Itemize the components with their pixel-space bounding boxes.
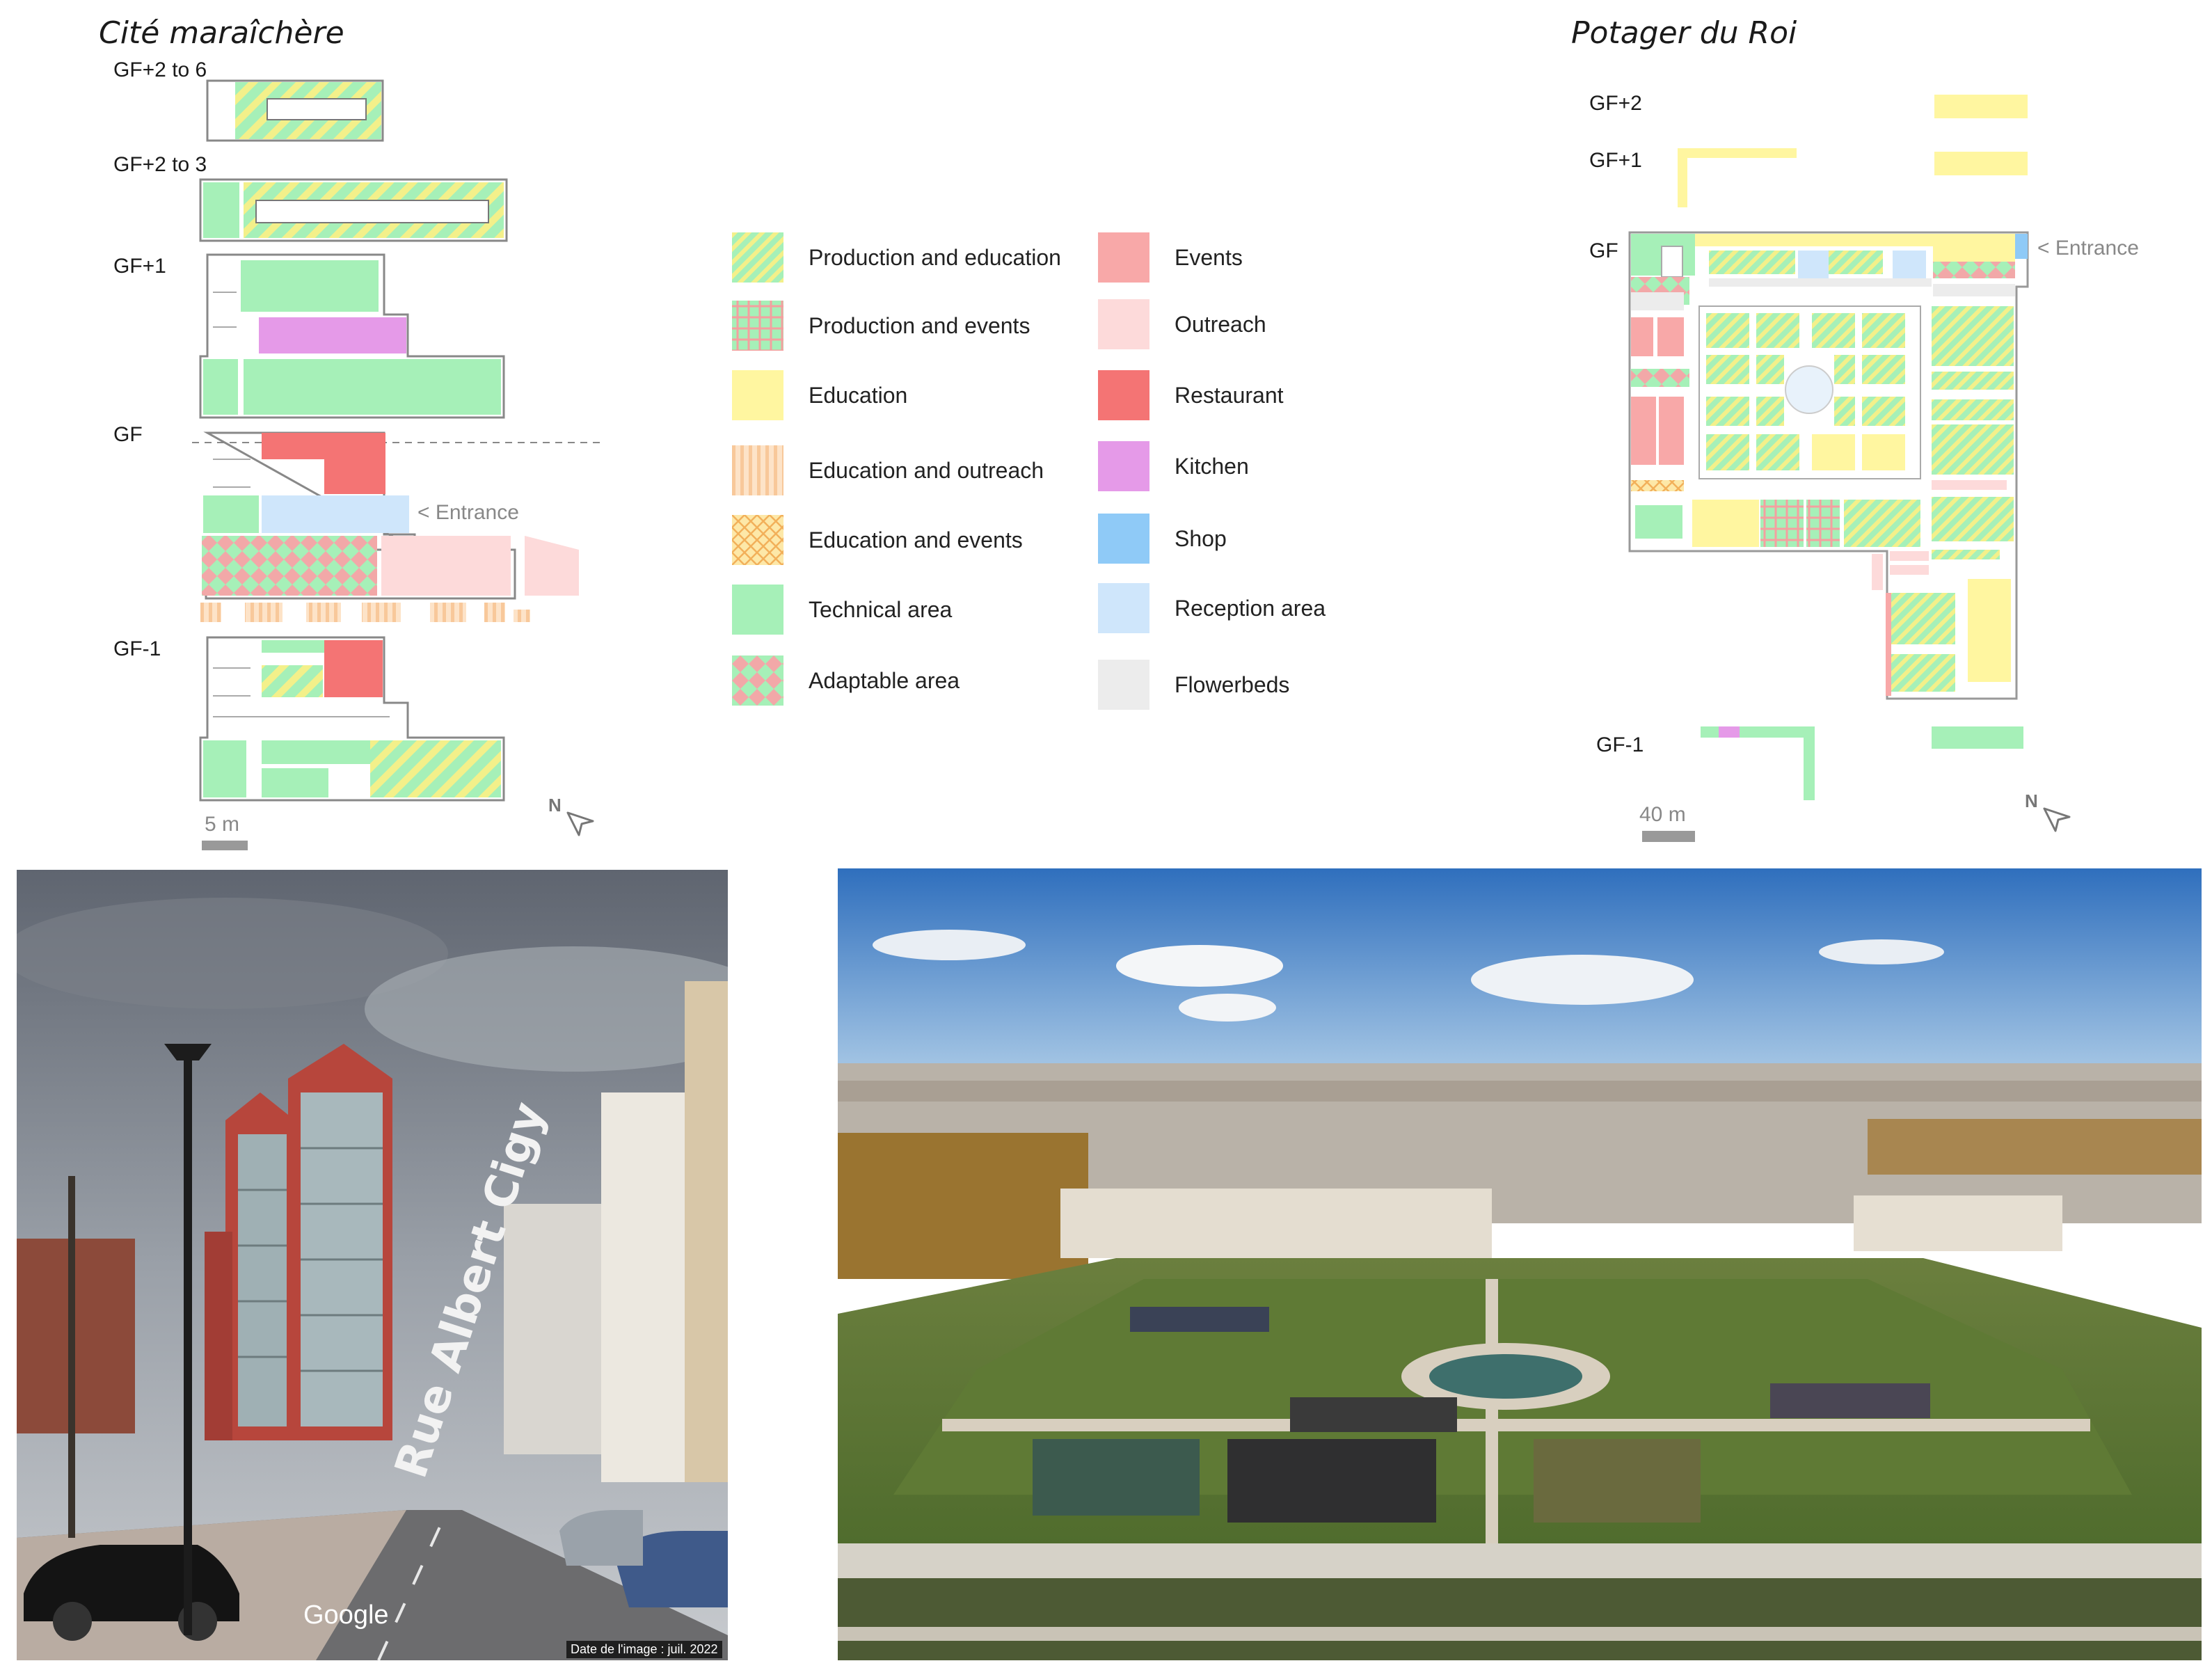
street-view-image (17, 870, 728, 1660)
legend-item-education-outreach: Education and outreach (732, 445, 1044, 495)
swatch-restaurant (1098, 370, 1149, 420)
potager-level-gf: GF (1589, 239, 1618, 262)
swatch-flowerbeds (1098, 660, 1149, 710)
legend-item-shop: Shop (1098, 514, 1227, 564)
cite-level-gf2-3: GF+2 to 3 (113, 153, 207, 176)
cite-level-gf: GF (113, 423, 143, 446)
swatch-technical (732, 585, 783, 635)
legend-item-education-events: Education and events (732, 515, 1023, 565)
potager-level-gf1: GF+1 (1589, 149, 1642, 172)
potager-north-arrow-icon (2043, 807, 2071, 832)
legend-item-kitchen: Kitchen (1098, 441, 1249, 491)
potager-north-label: N (2025, 790, 2038, 811)
potager-level-gf2: GF+2 (1589, 92, 1642, 115)
legend-item-education: Education (732, 370, 907, 420)
swatch-shop (1098, 514, 1149, 564)
legend-item-outreach: Outreach (1098, 299, 1266, 349)
cite-entrance-label: < Entrance (417, 501, 519, 524)
legend-item-adaptable: Adaptable area (732, 655, 960, 706)
legend-item-restaurant: Restaurant (1098, 370, 1284, 420)
legend-item-production-events: Production and events (732, 301, 1030, 351)
aerial-image (838, 868, 2202, 1660)
potager-title: Potager du Roi (1571, 15, 1797, 51)
swatch-kitchen (1098, 441, 1149, 491)
swatch-reception (1098, 583, 1149, 633)
swatch-education-outreach (732, 445, 783, 495)
legend-item-events: Events (1098, 232, 1243, 283)
swatch-production-education (732, 232, 783, 283)
potager-plan (1628, 95, 2029, 842)
swatch-education-events (732, 515, 783, 565)
aerial-photo (838, 868, 2202, 1660)
legend: Production and education Production and … (732, 232, 1344, 733)
legend-item-technical: Technical area (732, 585, 952, 635)
cite-level-gf1: GF+1 (113, 255, 166, 278)
swatch-education (732, 370, 783, 420)
swatch-adaptable (732, 655, 783, 706)
swatch-production-events (732, 301, 783, 351)
potager-scale-label: 40 m (1639, 803, 1686, 826)
cite-scale-label: 5 m (205, 813, 240, 836)
google-watermark: Google (303, 1600, 389, 1630)
cite-north-label: N (548, 795, 562, 816)
cite-plan (192, 79, 604, 850)
image-date-label: Date de l'image : juil. 2022 (566, 1641, 722, 1658)
cite-level-gf2-6: GF+2 to 6 (113, 58, 207, 81)
potager-level-gfm1: GF-1 (1596, 733, 1644, 756)
swatch-events (1098, 232, 1149, 283)
legend-item-reception: Reception area (1098, 583, 1326, 633)
swatch-outreach (1098, 299, 1149, 349)
cite-level-gfm1: GF-1 (113, 637, 161, 660)
cite-north-arrow-icon (566, 811, 594, 836)
potager-entrance-label: < Entrance (2037, 237, 2139, 260)
cite-title: Cité maraîchère (99, 15, 344, 51)
street-view-photo: Rue Albert Cigy Google Date de l'image :… (17, 870, 728, 1660)
legend-item-production-education: Production and education (732, 232, 1061, 283)
legend-item-flowerbeds: Flowerbeds (1098, 660, 1289, 710)
